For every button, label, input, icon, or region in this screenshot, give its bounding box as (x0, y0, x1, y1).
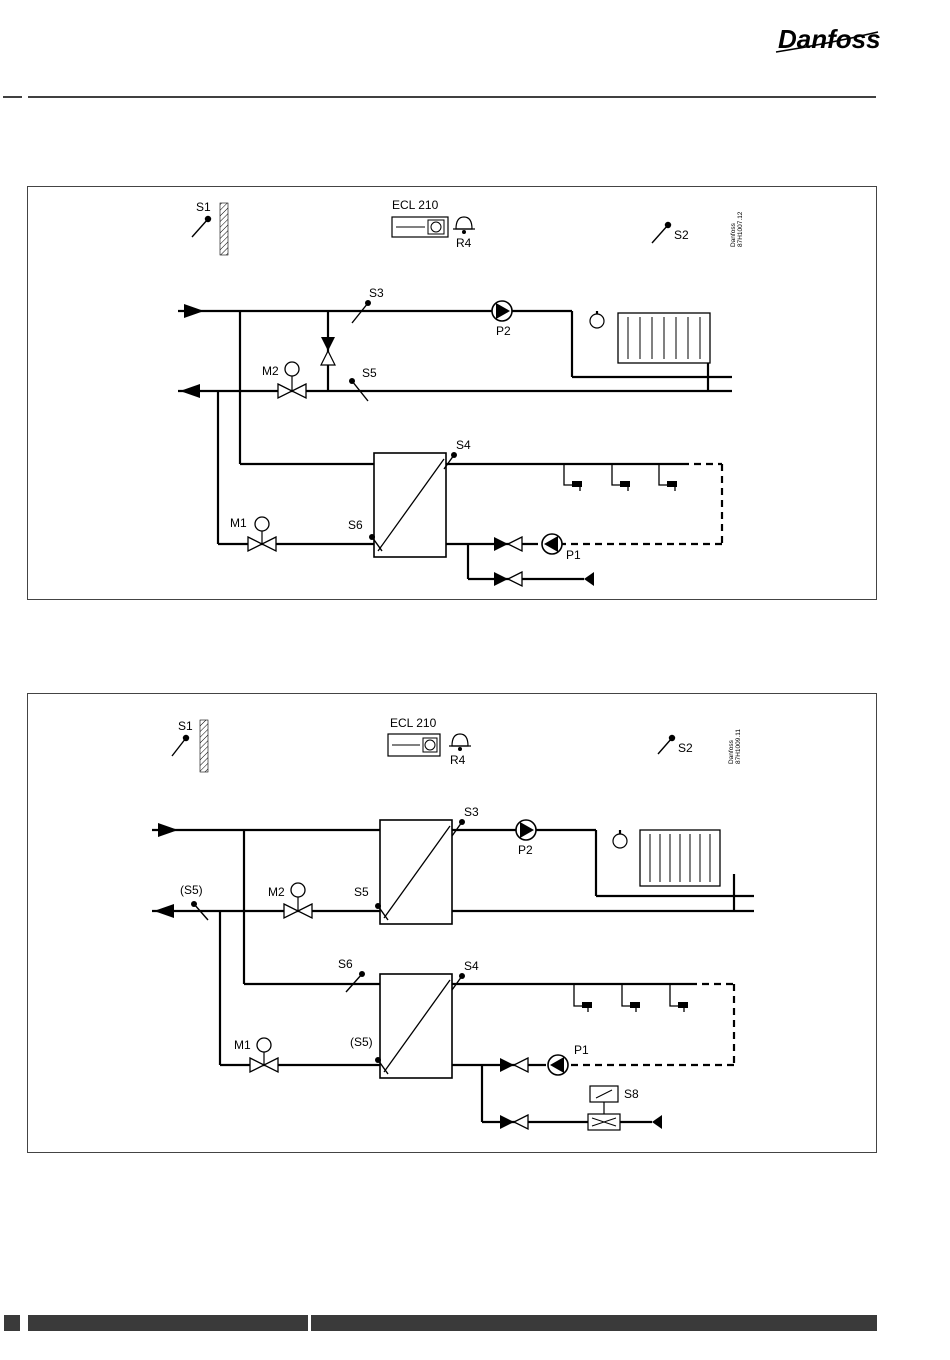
valve-m2-icon (278, 384, 292, 398)
s1-label: S1 (178, 719, 193, 733)
s3-label: S3 (369, 286, 384, 300)
s5-label: S5 (362, 366, 377, 380)
s5-sensor-icon (375, 903, 381, 909)
alarm-bell-icon (456, 217, 472, 229)
return-arrow-icon (154, 904, 174, 918)
room-sensor-icon (665, 222, 671, 228)
s3-sensor-icon (459, 819, 465, 825)
thermostat-icon (590, 314, 604, 328)
s4-label: S4 (464, 959, 479, 973)
s6-label: S6 (338, 957, 353, 971)
s5-label: S5 (354, 885, 369, 899)
s2-label: S2 (678, 741, 693, 755)
tap-icon (582, 1002, 592, 1008)
footer-bar (0, 1312, 950, 1334)
check-valve-icon (494, 537, 508, 551)
p2-label: P2 (496, 324, 511, 338)
room-sensor-icon (669, 735, 675, 741)
controller-label: ECL 210 (392, 198, 439, 212)
diagram-1: S1 ECL 210 R4 S2 Danfoss87H1007.12 S3 P2… (28, 187, 878, 601)
s3-sensor-icon (365, 300, 371, 306)
s1-label: S1 (196, 200, 211, 214)
diagram-2-frame: S1 ECL 210 R4 S2 Danfoss87H1009.11 S3 S5… (27, 693, 877, 1153)
m1-label: M1 (234, 1038, 251, 1052)
check-valve-icon (500, 1058, 514, 1072)
alarm-bell-icon (452, 734, 468, 746)
s8-label: S8 (624, 1087, 639, 1101)
tap-icon (678, 1002, 688, 1008)
check-valve-icon (494, 572, 508, 586)
s5-sensor-icon (349, 378, 355, 384)
bypass-valve-icon (321, 337, 335, 351)
m2-label: M2 (262, 364, 279, 378)
valve-m1-icon (248, 537, 262, 551)
s6-sensor-icon (369, 534, 375, 540)
drawing-code: Danfoss87H1009.11 (728, 729, 742, 764)
p2-label: P2 (518, 843, 533, 857)
s5-lower-label: (S5) (350, 1035, 373, 1049)
actuator-m2-icon (285, 362, 299, 376)
s6-sensor-icon (359, 971, 365, 977)
danfoss-logo: Danfoss (772, 14, 882, 64)
tap-icon (620, 481, 630, 487)
controller-label: ECL 210 (390, 716, 437, 730)
wall-icon (200, 720, 208, 772)
outdoor-sensor-icon (183, 735, 189, 741)
s4-sensor-icon (451, 452, 457, 458)
p1-label: P1 (574, 1043, 589, 1057)
supply-arrow-icon (184, 304, 204, 318)
outdoor-sensor-icon (205, 216, 211, 222)
s3-label: S3 (464, 805, 479, 819)
drawing-code: Danfoss87H1007.12 (730, 211, 744, 247)
r4-label: R4 (450, 753, 466, 767)
header-rule (0, 94, 950, 100)
tap-icon (667, 481, 677, 487)
p1-label: P1 (566, 548, 581, 562)
tap-icon (572, 481, 582, 487)
cold-water-arrow-icon (652, 1115, 662, 1129)
m2-label: M2 (268, 885, 285, 899)
actuator-m1-icon (257, 1038, 271, 1052)
tap-icon (630, 1002, 640, 1008)
diagram-2: S1 ECL 210 R4 S2 Danfoss87H1009.11 S3 S5… (28, 694, 878, 1154)
supply-arrow-icon (158, 823, 178, 837)
s6-label: S6 (348, 518, 363, 532)
s5-alt-sensor-icon (191, 901, 197, 907)
s5-lower-sensor-icon (375, 1057, 381, 1063)
valve-m1-icon (250, 1058, 264, 1072)
wall-icon (220, 203, 228, 255)
actuator-m2-icon (291, 883, 305, 897)
r4-label: R4 (456, 236, 472, 250)
s4-sensor-icon (459, 973, 465, 979)
valve-m2-icon (284, 904, 298, 918)
return-arrow-icon (180, 384, 200, 398)
cold-water-arrow-icon (584, 572, 594, 586)
check-valve-icon (500, 1115, 514, 1129)
s5-bracket-label: (S5) (180, 883, 203, 897)
actuator-m1-icon (255, 517, 269, 531)
s2-label: S2 (674, 228, 689, 242)
thermostat-icon (613, 834, 627, 848)
s4-label: S4 (456, 438, 471, 452)
m1-label: M1 (230, 516, 247, 530)
diagram-1-frame: S1 ECL 210 R4 S2 Danfoss87H1007.12 S3 P2… (27, 186, 877, 600)
